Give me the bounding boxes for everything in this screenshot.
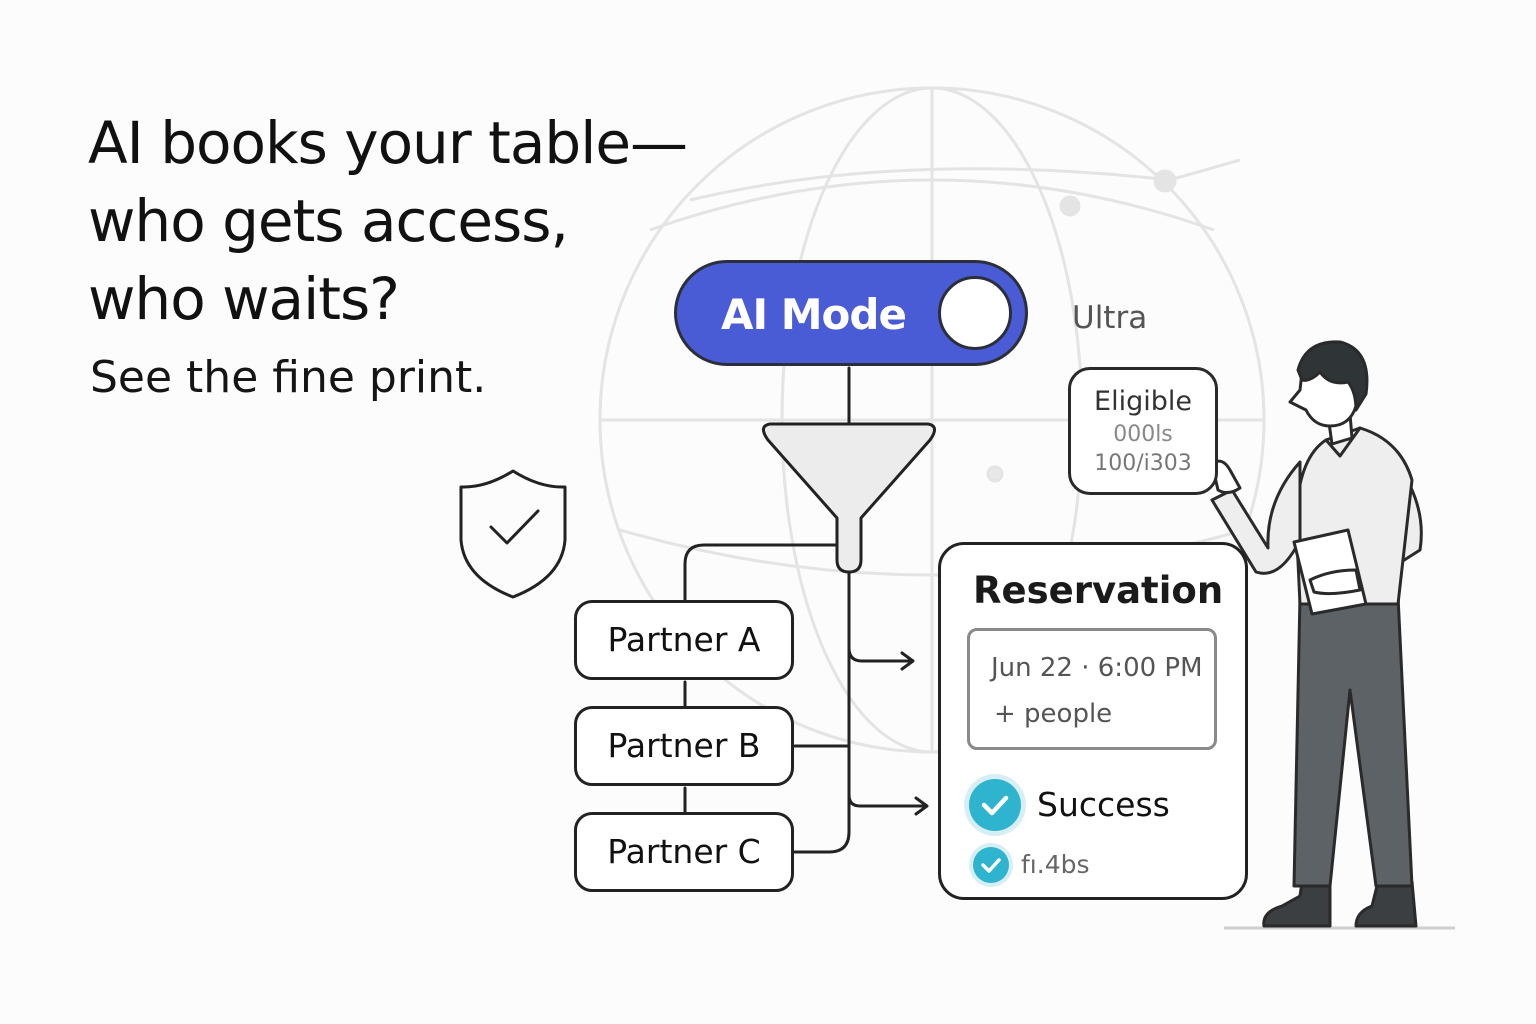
partner-a-box: Partner A [574, 600, 794, 680]
shield-check-icon [459, 469, 567, 599]
eligible-card: Eligible 000ls 100/i303 [1068, 367, 1218, 495]
reservation-title: Reservation [973, 569, 1224, 612]
ai-mode-toggle[interactable]: AI Mode [674, 260, 1028, 366]
eligible-line-1: 000ls [1113, 422, 1173, 447]
reservation-party: + people [994, 699, 1113, 729]
eligible-title: Eligible [1094, 386, 1192, 417]
check-circle-icon [969, 779, 1021, 831]
partner-b-box: Partner B [574, 706, 794, 786]
funnel-icon [762, 422, 936, 574]
reservation-card: Reservation Jun 22 · 6:00 PM + people Su… [938, 542, 1248, 900]
toggle-knob[interactable] [938, 276, 1012, 350]
status-note: fı.4bs [1021, 850, 1090, 879]
status-success: Success [1037, 785, 1170, 824]
check-circle-small-icon [973, 847, 1009, 883]
partner-c-box: Partner C [574, 812, 794, 892]
person-illustration [1210, 340, 1423, 928]
headline-line-2: who gets access, [88, 187, 569, 255]
eligible-line-2: 100/i303 [1094, 451, 1192, 476]
tier-label: Ultra [1072, 300, 1148, 336]
reservation-datetime: Jun 22 · 6:00 PM [991, 653, 1203, 683]
flow-connectors [683, 366, 929, 854]
headline: AI books your table— who gets access, wh… [88, 104, 728, 338]
reservation-details: Jun 22 · 6:00 PM + people [967, 628, 1217, 750]
headline-line-1: AI books your table— [88, 109, 688, 177]
subtitle: See the fine print. [90, 352, 487, 403]
headline-line-3: who waits? [88, 265, 400, 333]
ai-mode-label: AI Mode [721, 290, 907, 339]
